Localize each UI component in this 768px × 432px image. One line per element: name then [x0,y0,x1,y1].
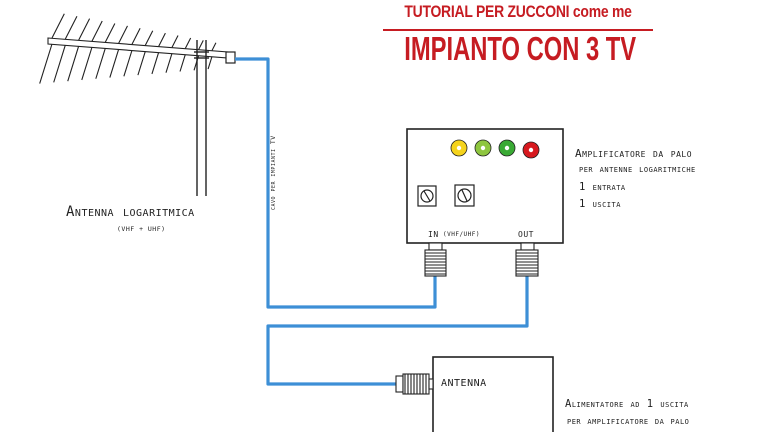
amplifier-leds [450,139,540,159]
antenna-mast [194,40,209,196]
coax-cable [235,57,529,386]
amplifier-desc-line1: Amplificatore da palo [575,147,693,160]
antenna-band-label: (VHF + UHF) [117,225,166,233]
power-supply-box [432,356,554,432]
amplifier-out-label: OUT [518,230,534,239]
power-supply-antenna-connector [395,373,434,395]
antenna-label: Antenna logaritmica [66,204,195,220]
system-title: IMPIANTO CON 3 TV [404,30,637,67]
amplifier-desc-line4: 1 uscita [579,198,621,210]
amplifier-in-band-label: (VHF/UHF) [443,231,481,238]
amplifier-desc-line2: per antenne logaritmiche [579,164,696,175]
gain-knob-2 [454,184,475,207]
power-supply-port-label: ANTENNA [441,378,487,389]
amplifier-in-connector [424,242,447,277]
gain-knob-1 [417,185,437,207]
cable-label: cavo per impianti TV [269,135,277,210]
amplifier-desc-line3: 1 entrata [579,181,626,193]
title-underline [383,29,653,31]
power-supply-desc-line1: Alimentatore ad 1 uscita [565,398,689,410]
tutorial-title: TUTORIAL PER ZUCCONI come me [404,2,632,21]
log-periodic-antenna [39,13,229,84]
amplifier-in-label: IN [428,230,439,239]
antenna-connector [225,51,236,64]
power-supply-desc-line2: per amplificatore da palo [567,416,690,427]
amplifier-out-connector [515,242,539,277]
